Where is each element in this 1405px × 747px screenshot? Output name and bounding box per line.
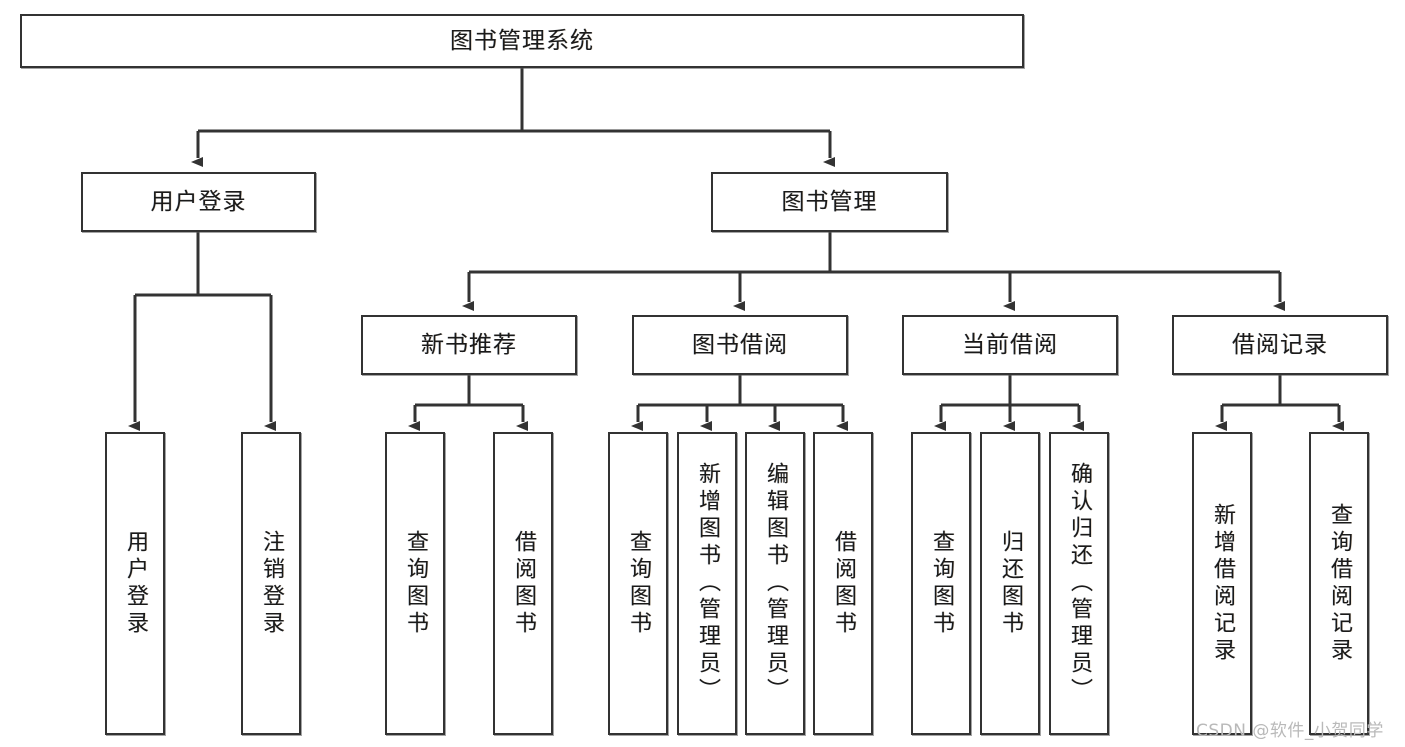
- node-current-borrow[interactable]: 当前借阅: [902, 315, 1118, 375]
- node-label: 归还图书: [998, 529, 1023, 638]
- node-label: 图书管理系统: [450, 27, 594, 54]
- node-label: 新增图书（管理员）: [695, 462, 720, 705]
- node-label: 查询借阅记录: [1327, 502, 1352, 665]
- node-label: 注销登录: [259, 529, 284, 638]
- leaf-current-borrow-query[interactable]: 查询图书: [911, 432, 971, 735]
- node-label: 借阅图书: [831, 529, 856, 638]
- leaf-book-borrow-borrow[interactable]: 借阅图书: [813, 432, 873, 735]
- leaf-book-borrow-edit[interactable]: 编辑图书（管理员）: [745, 432, 805, 735]
- node-label: 借阅图书: [511, 529, 536, 638]
- leaf-current-borrow-return[interactable]: 归还图书: [980, 432, 1040, 735]
- node-label: 当前借阅: [962, 331, 1058, 358]
- node-label: 用户登录: [150, 188, 247, 215]
- node-label: 编辑图书（管理员）: [763, 462, 788, 705]
- leaf-user-login-login[interactable]: 用户登录: [105, 432, 165, 735]
- leaf-user-login-logout[interactable]: 注销登录: [241, 432, 301, 735]
- node-label: 用户登录: [123, 529, 148, 638]
- node-book-borrow[interactable]: 图书借阅: [632, 315, 848, 375]
- node-new-book-recommend[interactable]: 新书推荐: [361, 315, 577, 375]
- node-label: 借阅记录: [1232, 331, 1328, 358]
- watermark-csdn: CSDN @软件_小贺同学: [1196, 721, 1384, 741]
- leaf-current-borrow-confirm-return[interactable]: 确认归还（管理员）: [1049, 432, 1109, 735]
- leaf-borrow-record-query[interactable]: 查询借阅记录: [1309, 432, 1369, 735]
- node-label: 新增借阅记录: [1210, 502, 1235, 665]
- leaf-new-book-borrow[interactable]: 借阅图书: [493, 432, 553, 735]
- node-label: 查询图书: [403, 529, 428, 638]
- node-root-system[interactable]: 图书管理系统: [20, 14, 1024, 68]
- node-book-management[interactable]: 图书管理: [711, 172, 948, 232]
- node-borrow-record[interactable]: 借阅记录: [1172, 315, 1388, 375]
- node-label: 新书推荐: [421, 331, 517, 358]
- node-label: 图书管理: [781, 188, 878, 215]
- leaf-new-book-query[interactable]: 查询图书: [385, 432, 445, 735]
- leaf-borrow-record-add[interactable]: 新增借阅记录: [1192, 432, 1252, 735]
- leaf-book-borrow-query[interactable]: 查询图书: [608, 432, 668, 735]
- node-label: 确认归还（管理员）: [1067, 462, 1092, 705]
- node-user-login[interactable]: 用户登录: [81, 172, 316, 232]
- leaf-book-borrow-add[interactable]: 新增图书（管理员）: [677, 432, 737, 735]
- node-label: 查询图书: [929, 529, 954, 638]
- node-label: 查询图书: [626, 529, 651, 638]
- node-label: 图书借阅: [692, 331, 788, 358]
